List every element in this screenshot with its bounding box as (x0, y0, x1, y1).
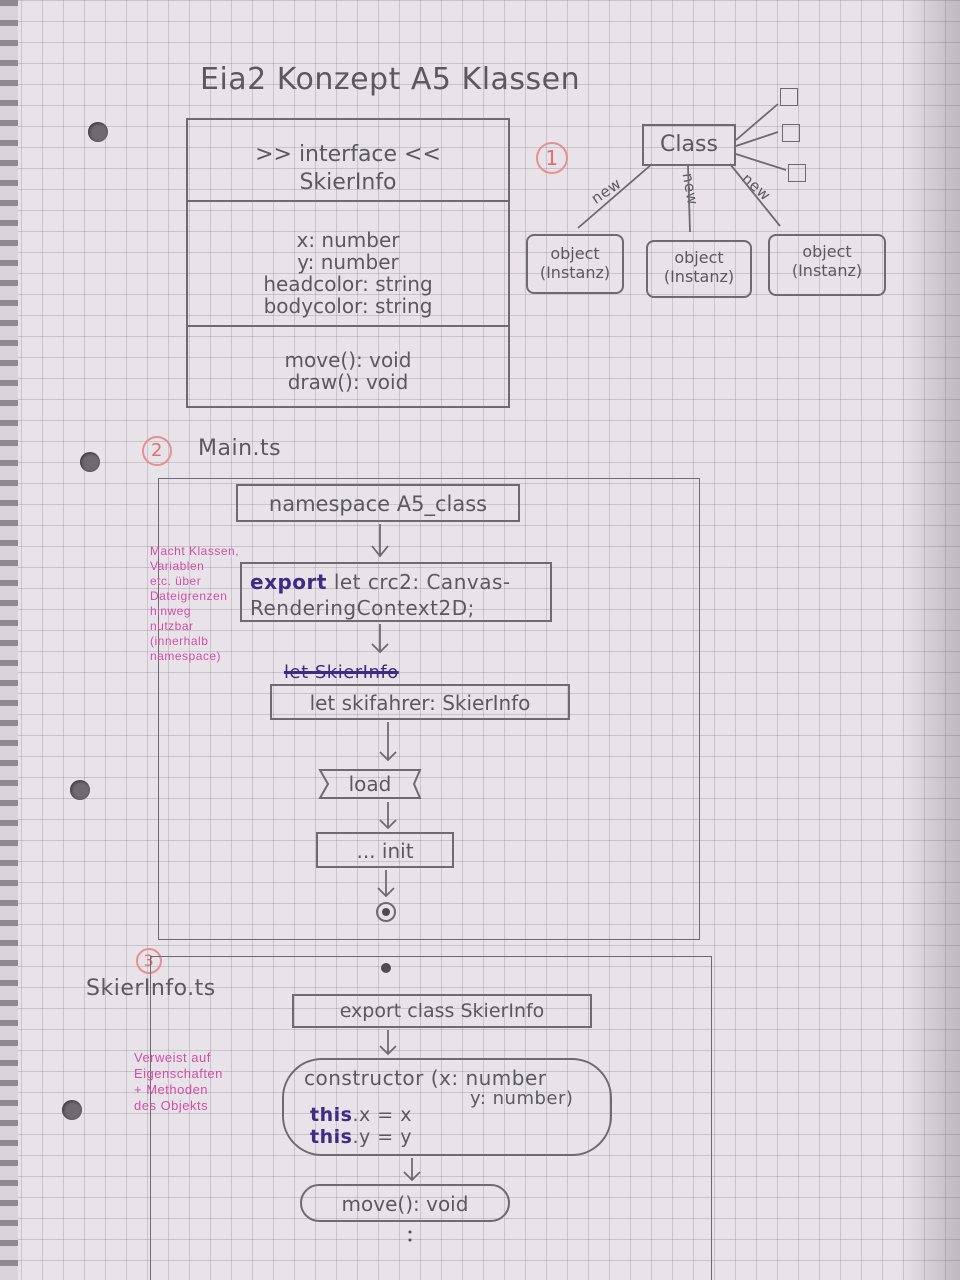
punch-hole (80, 452, 100, 472)
object-label: object (Instanz) (791, 242, 863, 280)
mini-box (780, 88, 798, 106)
arrow (735, 103, 779, 141)
page-title: Eia2 Konzept A5 Klassen (200, 62, 581, 97)
object-box-1: object (Instanz) (526, 234, 624, 294)
export-box: export let crc2: Canvas- RenderingContex… (240, 562, 552, 622)
note-line: Verweist auf (134, 1050, 211, 1065)
namespace-box: namespace A5_class (236, 484, 520, 522)
struck-text: let SkierInfo (284, 662, 399, 683)
interface-name: SkierInfo (299, 170, 397, 195)
new-label-middle: new (678, 171, 702, 207)
arrow (735, 131, 779, 147)
note-line: Eigenschaften (134, 1066, 223, 1081)
export-keyword: export (250, 570, 327, 594)
export-line-2: RenderingContext2D; (250, 596, 475, 620)
note-line: namespace) (150, 649, 222, 663)
mini-box (788, 164, 806, 182)
method-move: move(): void (284, 348, 412, 372)
punch-hole (70, 780, 90, 800)
note-line: Dateigrenzen (150, 589, 228, 603)
attribute-headcolor: headcolor: string (263, 272, 433, 296)
note-line: etc. über (150, 574, 202, 588)
note-line: hinweg (150, 604, 192, 618)
namespace-label: namespace A5_class (268, 492, 488, 516)
note-line: nutzbar (150, 619, 194, 633)
this-keyword: this (310, 1126, 353, 1148)
object-box-2: object (Instanz) (646, 240, 752, 298)
class-declaration: export class SkierInfo (339, 1000, 545, 1022)
move-method-box: move(): void (300, 1184, 510, 1222)
export-text: let crc2: Canvas- (333, 570, 511, 594)
note-line: (innerhalb (150, 634, 209, 648)
constructor-line-1: constructor (x: number (304, 1066, 547, 1090)
export-line-1: export let crc2: Canvas- (250, 570, 511, 594)
constructor-line-2: y: number) (470, 1088, 574, 1109)
object-label: object (Instanz) (539, 244, 611, 282)
new-label-right: new (738, 169, 775, 205)
punch-hole (62, 1100, 82, 1120)
this-assign: .x = x (352, 1104, 412, 1126)
class-label: Class (660, 132, 718, 157)
arrow (735, 153, 787, 171)
interface-stereotype: >> interface << (255, 142, 441, 167)
note-line: des Objekts (134, 1098, 209, 1113)
attribute-x: x: number (296, 228, 400, 252)
main-ts-filename: Main.ts (198, 436, 282, 461)
note-line: + Methoden (134, 1082, 209, 1097)
init-label: ... init (356, 839, 414, 863)
divider (188, 200, 508, 202)
section-marker-1: 1 (536, 142, 568, 174)
this-line-1: this.x = x (310, 1104, 412, 1126)
this-keyword: this (310, 1104, 353, 1126)
section-marker-2: 2 (142, 436, 172, 466)
this-line-2: this.y = y (310, 1126, 412, 1148)
note-line: Macht Klassen, (150, 544, 240, 558)
attribute-bodycolor: bodycolor: string (263, 294, 433, 318)
class-box: Class (642, 124, 736, 166)
constructor-box: constructor (x: number y: number) this.x… (282, 1058, 612, 1156)
skier-declaration-box: let skifahrer: SkierInfo (270, 684, 570, 720)
load-event: load (318, 768, 422, 800)
divider (188, 325, 508, 327)
load-label: load (348, 772, 392, 796)
new-label-left: new (587, 174, 625, 208)
this-note: Verweist auf Eigenschaften + Methoden de… (134, 1050, 223, 1114)
skier-declaration: let skifahrer: SkierInfo (309, 691, 531, 715)
namespace-note: Macht Klassen, Variablen etc. über Datei… (150, 544, 260, 664)
init-box: ... init (316, 832, 454, 868)
mini-box (782, 124, 800, 142)
method-draw: draw(): void (287, 370, 409, 394)
page-shadow (900, 0, 960, 1280)
main-ts-frame (158, 478, 700, 940)
skierinfo-ts-frame (150, 956, 712, 1280)
section-marker-3: 3 (136, 948, 162, 974)
load-event-shape (318, 769, 422, 799)
object-label: object (Instanz) (663, 248, 735, 286)
punch-hole (88, 122, 108, 142)
class-declaration-box: export class SkierInfo (292, 994, 592, 1028)
interface-box: >> interface << SkierInfo x: number y: n… (186, 118, 510, 408)
note-line: Variablen (150, 559, 205, 573)
this-assign: .y = y (352, 1126, 412, 1148)
move-method: move(): void (341, 1192, 469, 1216)
object-box-3: object (Instanz) (768, 234, 886, 296)
attribute-y: y: number (297, 250, 399, 274)
spiral-binding (0, 0, 18, 1280)
